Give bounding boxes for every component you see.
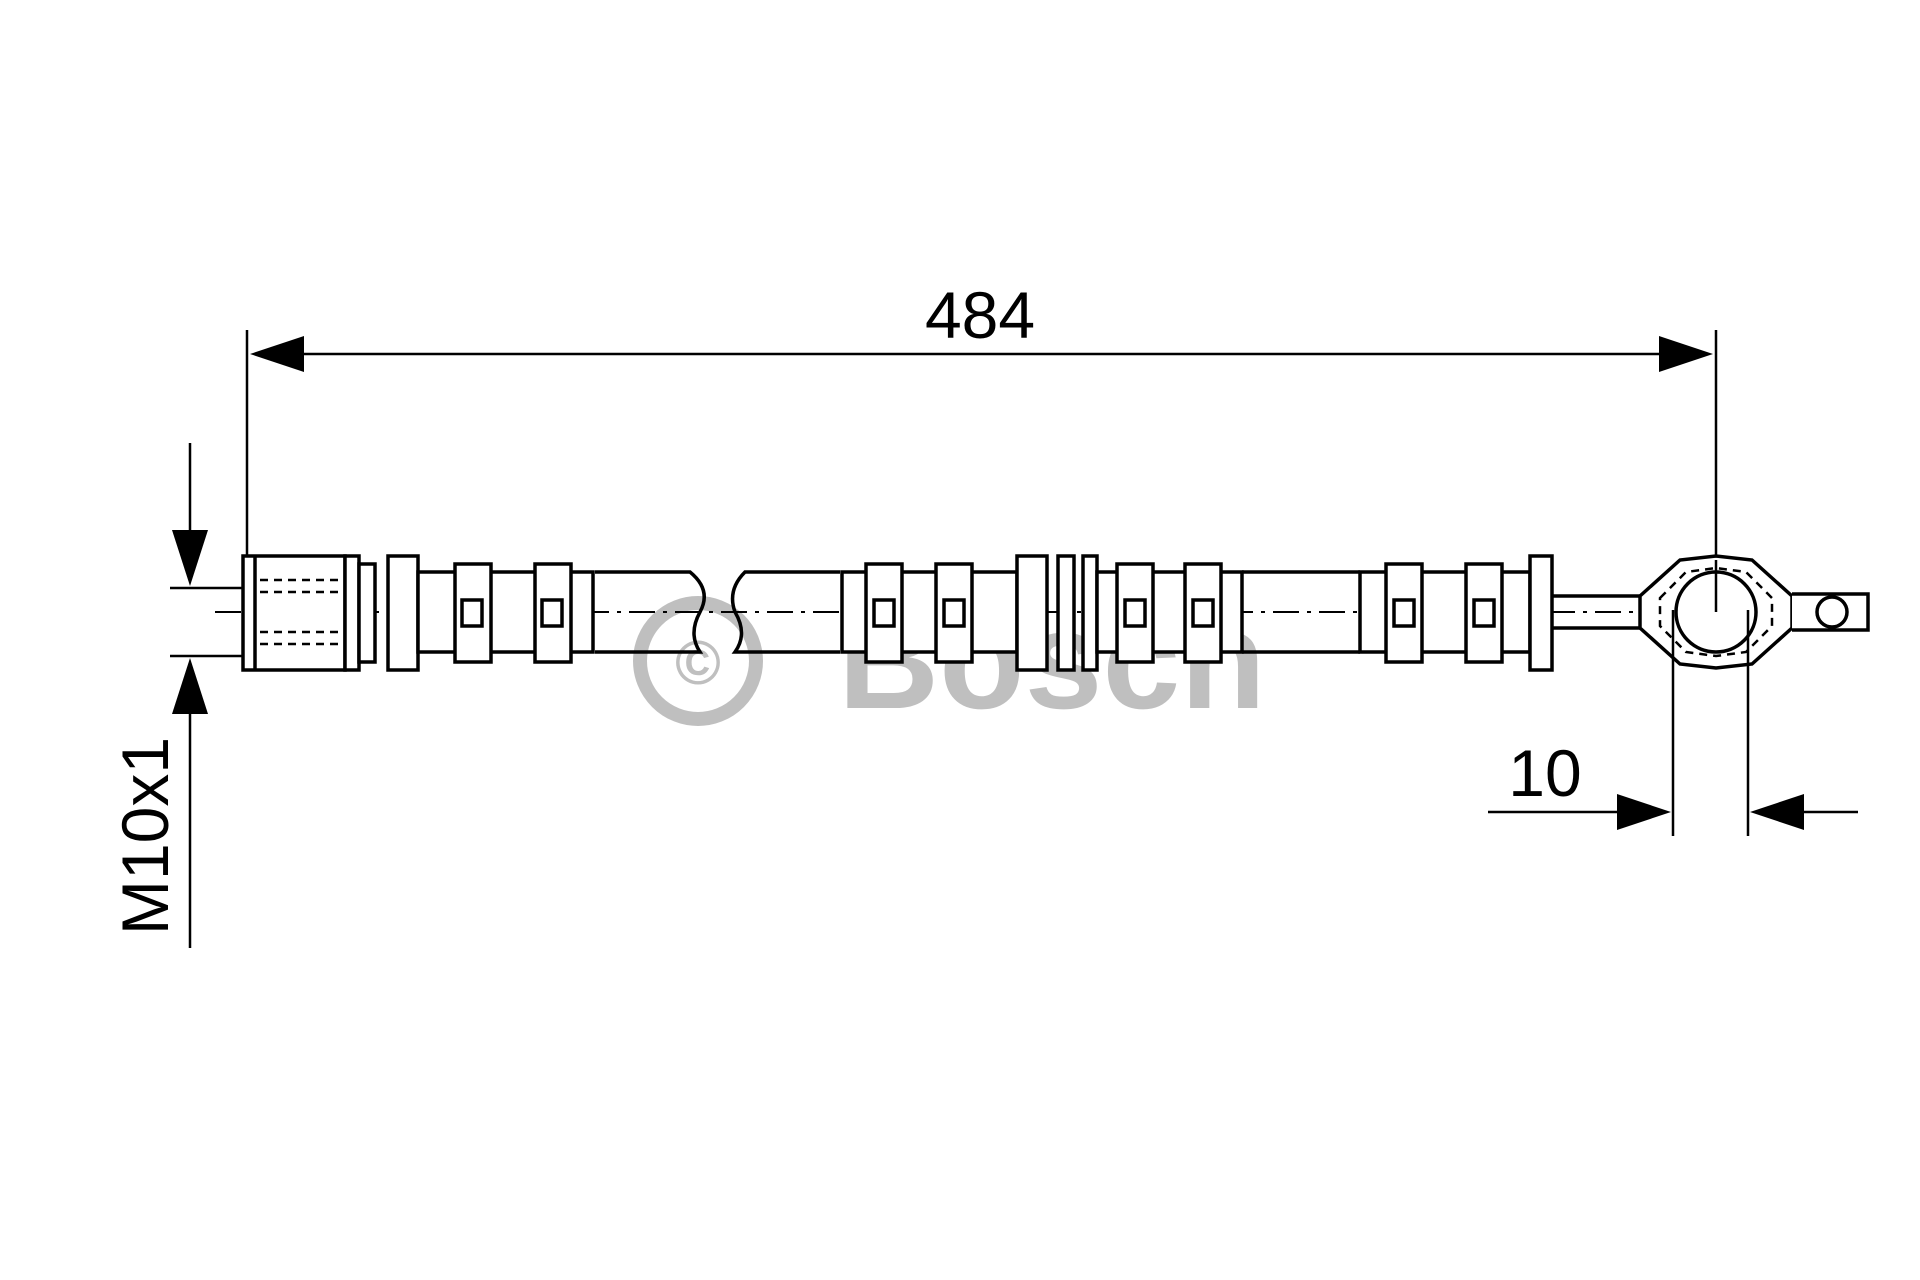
thread-dimension: M10x1 — [108, 443, 243, 948]
bracket-fitting — [1552, 554, 1870, 670]
ferrule-2 — [840, 554, 1244, 672]
threaded-fitting — [241, 554, 377, 672]
arrowhead-down — [172, 530, 208, 586]
arrowhead-up — [172, 658, 208, 714]
length-label: 484 — [925, 278, 1035, 352]
thread-label: M10x1 — [108, 737, 182, 935]
hole-label: 10 — [1508, 736, 1581, 810]
hole-dimension: 10 — [1488, 610, 1858, 836]
hose-body — [595, 570, 1360, 654]
watermark-copyright: © — [675, 629, 721, 698]
arrowhead-right — [1659, 336, 1713, 372]
arrowhead-left — [250, 336, 304, 372]
arrowhead-right-small — [1617, 794, 1671, 830]
arrowhead-left-small — [1750, 794, 1804, 830]
ferrule-1 — [386, 554, 595, 672]
length-dimension: 484 — [245, 278, 1718, 556]
ferrule-3 — [1358, 554, 1554, 672]
